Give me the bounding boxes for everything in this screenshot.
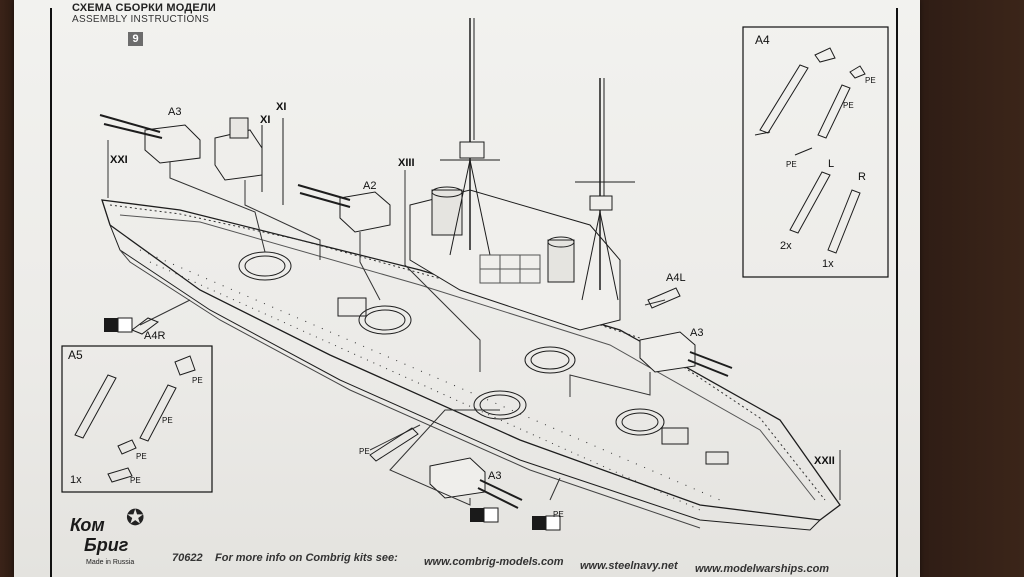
inset-a5-qty: 1x [70,474,82,486]
ladder-pe-mid [369,427,419,462]
inset-a4-qty-right: 1x [822,258,834,270]
inset-a4-left-label: L [828,158,835,170]
inset-a4-pe-2: PE [843,101,854,110]
page-border-left [50,8,52,577]
inset-a4-frame [742,26,889,278]
ladder-a4r [130,317,160,335]
footer-site-steelnavy: www.steelnavy.net [580,560,678,572]
turret-a2 [297,184,391,233]
barbette-5 [615,408,665,436]
label-pe-mid: PE [359,447,370,456]
inset-a5-pe-3: PE [136,452,147,461]
label-a3-top: A3 [168,106,182,118]
inset-a5-frame [61,345,213,493]
label-xi-b: XI [276,101,287,113]
inset-a4-ladders [754,47,866,254]
inset-a5-pe-1: PE [192,376,203,385]
step-number-badge: 9 [128,32,143,46]
footer-info-text: For more info on Combrig kits see: [215,552,398,564]
glue-icon-3 [532,515,561,531]
hull-side [109,224,821,531]
inset-a4-right-label: R [858,171,866,183]
deck-edge-inner [119,214,816,501]
sheet-header: СХЕМА СБОРКИ МОДЕЛИ ASSEMBLY INSTRUCTION… [72,2,216,25]
ladder-a4l [647,287,681,309]
title-english: ASSEMBLY INSTRUCTIONS [72,14,210,25]
turret-a3-right [639,331,733,377]
logo-line-1: Ком [70,515,105,535]
logo-line-2: Бриг [84,535,129,555]
label-xi-a: XI [260,114,271,126]
label-pe-bottom: PE [553,510,564,519]
turret-a3-bottom [429,457,523,509]
ammo-rack-2 [661,427,689,445]
footer-site-combrig: www.combrig-models.com [424,556,564,568]
label-xxi: XXI [110,154,128,166]
ammo-rack-3 [705,451,729,465]
label-a3-bottom: A3 [488,470,502,482]
inset-a4-title: A4 [755,33,770,47]
glue-icon-1 [104,317,133,333]
inset-a5-ladders [74,355,196,483]
label-a2: A2 [363,180,377,192]
inset-a4-qty-left: 2x [780,240,792,252]
inset-a4-pe-1: PE [865,76,876,85]
porthole-row [139,249,721,511]
glue-icon-2 [470,507,499,523]
ammo-rack-1 [337,297,367,317]
bridge-piece [214,117,284,205]
label-a3-right: A3 [690,327,704,339]
barbette-4 [473,390,527,420]
barbette-3 [524,346,576,374]
logo-made-in: Made in Russia [86,559,135,566]
inset-a5-pe-4: PE [130,476,141,485]
label-a4l: A4L [666,272,686,284]
page-border-right [896,8,898,577]
inset-a5-pe-2: PE [162,416,173,425]
combrig-logo: ✪ Ком Бриг Made in Russia [66,505,166,575]
footer-kit-code: 70622 [172,552,203,564]
title-russian: СХЕМА СБОРКИ МОДЕЛИ [72,2,216,14]
inset-a5-title: A5 [68,348,83,362]
barbette-2 [358,305,412,335]
label-xxii: XXII [814,455,835,467]
hull-waterline [119,249,701,529]
star-icon: ✪ [126,505,145,530]
label-a4r: A4R [144,330,166,342]
label-xiii: XIII [398,157,415,169]
footer-site-modelwarships: www.modelwarships.com [695,563,830,575]
inset-a4-pe-3: PE [786,160,797,169]
deck-grid [479,254,541,284]
turret-a3-top [99,114,201,164]
